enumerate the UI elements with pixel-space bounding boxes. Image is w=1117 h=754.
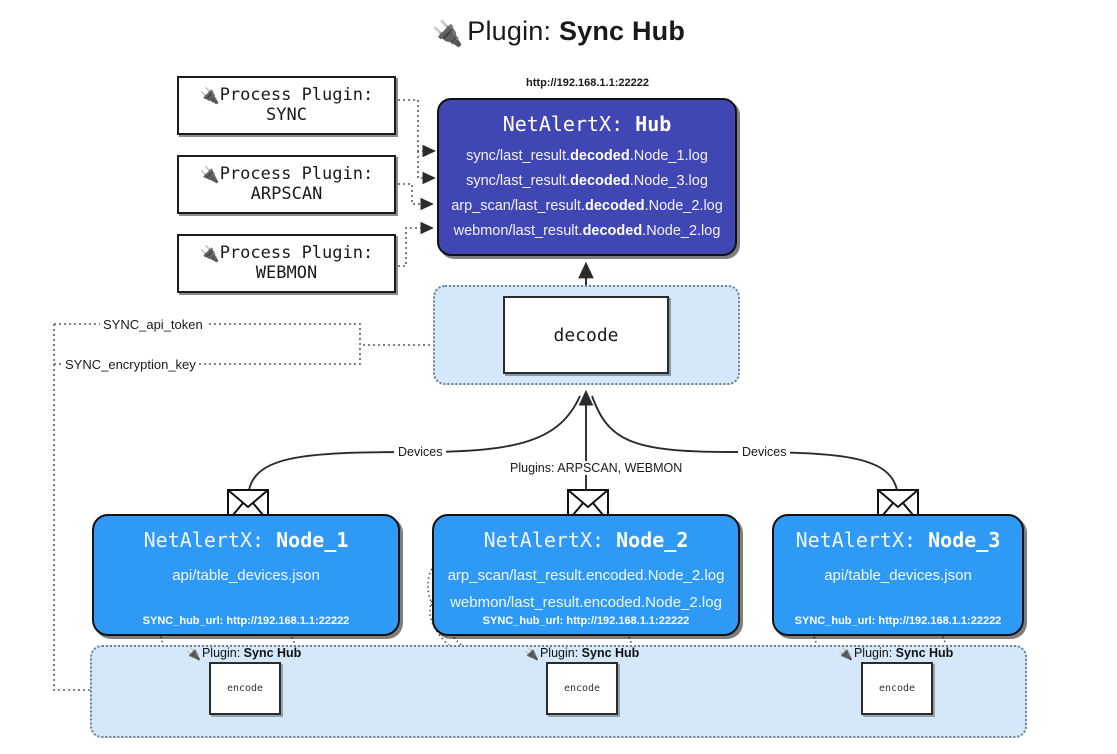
process-plugin-webmon-line2: WEBMON [255, 262, 318, 283]
node-line: webmon/last_result.encoded.Node_2.log [450, 594, 722, 611]
plug-icon: 🔌 [838, 647, 853, 661]
hub-title-prefix: NetAlertX: [502, 112, 624, 136]
encode-box-node-2[interactable]: encode [546, 662, 618, 715]
edge-label-devices-right: Devices [738, 445, 791, 459]
plug-icon: 🔌 [431, 20, 464, 48]
hub-line: webmon/last_result.decoded.Node_2.log [453, 223, 721, 239]
node-title: NetAlertX: Node_2 [483, 528, 689, 552]
hub-title-name: Hub [635, 112, 672, 136]
page-title-strong: Sync Hub [558, 16, 686, 46]
hub-title: NetAlertX: Hub [439, 112, 735, 136]
page-title: 🔌Plugin: Sync Hub [0, 16, 1117, 49]
node-box-node-2[interactable]: NetAlertX: Node_2 arp_scan/last_result.e… [432, 514, 740, 636]
node-hub-url-footer: SYNC_hub_url: http://192.168.1.1:22222 [142, 615, 350, 627]
hub-url-label: http://192.168.1.1:22222 [526, 77, 649, 89]
process-plugin-webmon-box[interactable]: 🔌Process Plugin: WEBMON [177, 234, 396, 293]
plugin-caption-node-1: 🔌Plugin: Sync Hub [186, 646, 302, 661]
hub-line-list: sync/last_result.decoded.Node_1.log sync… [439, 144, 735, 244]
hub-line: sync/last_result.decoded.Node_3.log [466, 173, 708, 189]
decode-box[interactable]: decode [503, 296, 669, 374]
plug-icon: 🔌 [199, 86, 220, 106]
process-plugin-arpscan-box[interactable]: 🔌Process Plugin: ARPSCAN [177, 155, 396, 214]
plugin-caption-node-3: 🔌Plugin: Sync Hub [838, 646, 954, 661]
node-box-node-3[interactable]: NetAlertX: Node_3 api/table_devices.json… [772, 514, 1024, 636]
plug-icon: 🔌 [199, 244, 220, 264]
process-plugin-sync-box[interactable]: 🔌Process Plugin: SYNC [177, 76, 396, 135]
node-line: arp_scan/last_result.encoded.Node_2.log [447, 567, 725, 584]
plug-icon: 🔌 [199, 165, 220, 185]
plug-icon: 🔌 [524, 647, 539, 661]
node-line: api/table_devices.json [172, 567, 320, 584]
process-plugin-webmon-line1: 🔌Process Plugin: [199, 243, 374, 264]
encode-box-node-3[interactable]: encode [861, 662, 933, 715]
encode-box-node-1[interactable]: encode [209, 662, 281, 715]
node-hub-url-footer: SYNC_hub_url: http://192.168.1.1:22222 [482, 615, 690, 627]
node-line-list: api/table_devices.json [94, 562, 398, 589]
process-plugin-arpscan-line1: 🔌Process Plugin: [199, 164, 374, 185]
hub-line: arp_scan/last_result.decoded.Node_2.log [451, 198, 723, 214]
node-line-list: api/table_devices.json [774, 562, 1022, 589]
node-box-node-1[interactable]: NetAlertX: Node_1 api/table_devices.json… [92, 514, 400, 636]
edge-label-devices-left: Devices [394, 445, 447, 459]
node-title: NetAlertX: Node_1 [143, 528, 349, 552]
node-title: NetAlertX: Node_3 [795, 528, 1001, 552]
node-hub-url-footer: SYNC_hub_url: http://192.168.1.1:22222 [794, 615, 1002, 627]
sync-api-token-label: SYNC_api_token [100, 317, 206, 332]
node-line-list: arp_scan/last_result.encoded.Node_2.log … [434, 562, 738, 616]
sync-encryption-key-label: SYNC_encryption_key [62, 357, 199, 372]
plug-icon: 🔌 [186, 647, 201, 661]
plugin-caption-node-2: 🔌Plugin: Sync Hub [524, 646, 640, 661]
process-plugin-sync-line2: SYNC [266, 104, 307, 125]
edge-label-plugins: Plugins: ARPSCAN, WEBMON [506, 461, 687, 475]
hub-box[interactable]: NetAlertX: Hub sync/last_result.decoded.… [437, 98, 737, 256]
page-title-lead: Plugin: [467, 16, 552, 46]
process-plugin-arpscan-line2: ARPSCAN [250, 183, 323, 204]
process-plugin-sync-line1: 🔌Process Plugin: [199, 85, 374, 106]
hub-line: sync/last_result.decoded.Node_1.log [466, 148, 708, 164]
node-line: api/table_devices.json [824, 567, 972, 584]
